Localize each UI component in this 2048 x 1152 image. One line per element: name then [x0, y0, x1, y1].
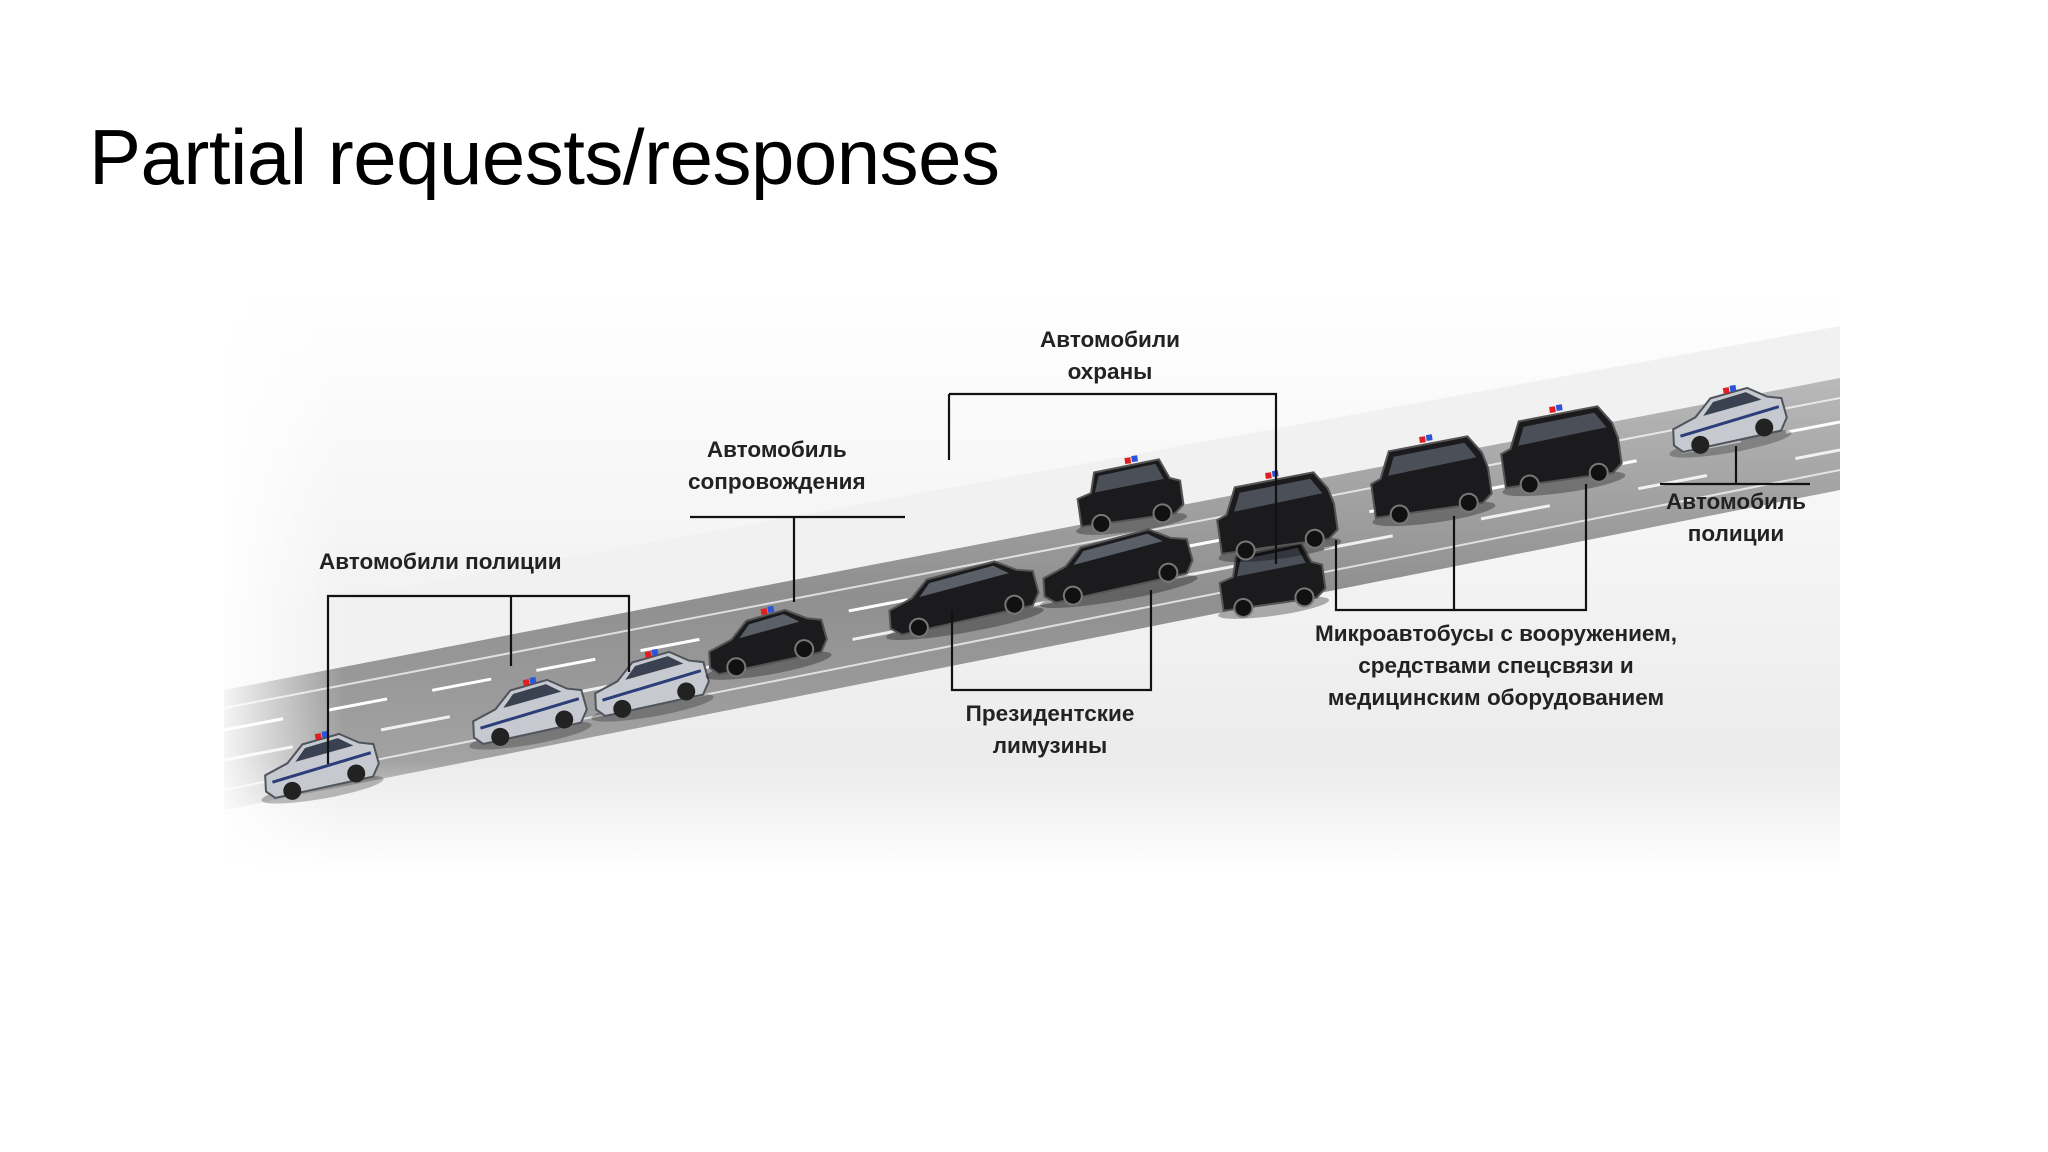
slide-title: Partial requests/responses [89, 113, 1000, 201]
fade-bottom [224, 760, 1840, 870]
leader-police-cars [326, 594, 631, 764]
motorcade-illustration [224, 290, 1840, 870]
label-lead-police-car: Автомобиль полиции [1666, 489, 1806, 546]
leader-minibuses [1334, 484, 1588, 612]
motorcade-diagram: Автомобили полиции Автомобиль сопровожде… [224, 290, 1840, 870]
leader-lines [326, 392, 1810, 764]
leader-security-right [949, 392, 1278, 564]
label-minibuses: Микроавтобусы с вооружением, средствами … [1314, 621, 1678, 710]
label-presidential-limousines: Президентские лимузины [965, 701, 1135, 758]
label-security-cars: Автомобили охраны [1040, 327, 1180, 384]
label-police-cars: Автомобили полиции [319, 549, 562, 574]
label-escort-car: Автомобиль сопровождения [688, 437, 866, 494]
leader-limousines [950, 590, 1153, 692]
